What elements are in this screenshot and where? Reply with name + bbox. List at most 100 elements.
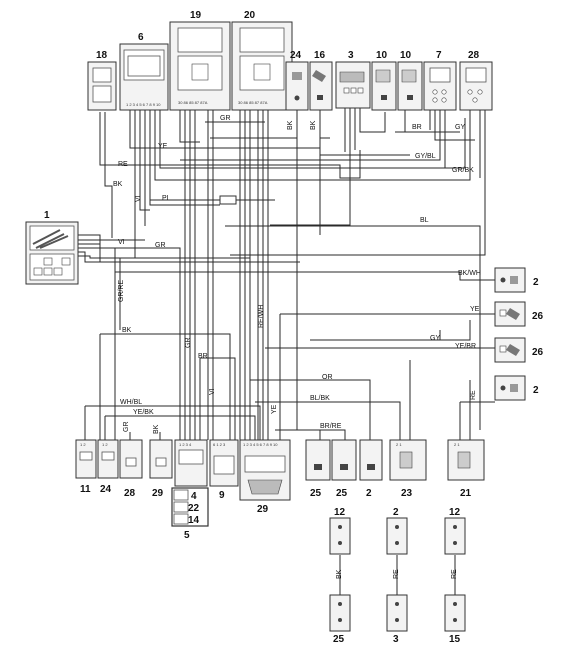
connector-1: 1 [25, 210, 79, 285]
connector-number: 12 [334, 507, 346, 518]
connector-13: 18 [87, 50, 117, 111]
wire-label: GR [220, 115, 231, 122]
wire-label: BK [113, 181, 123, 188]
connector-2-right-top: 2 [494, 267, 539, 293]
wires [78, 108, 495, 595]
connector-number: 26 [532, 311, 544, 322]
connector-22: 1 2 24 [97, 439, 119, 495]
connector-12-a: 12 [329, 507, 351, 555]
wire-label: YE [271, 404, 278, 414]
wire-label: BK [310, 120, 317, 130]
wire-label: BR/RE [320, 423, 342, 430]
svg-text:1 2: 1 2 [80, 442, 86, 447]
connector-10-b: 10 [397, 50, 423, 111]
connector-9: 6 1 2 3 9 [209, 439, 239, 501]
connector-number: 21 [460, 488, 472, 499]
connector-number: 10 [376, 50, 388, 61]
svg-text:30 86 85 87 87A: 30 86 85 87 87A [238, 100, 268, 105]
connector-number: 3 [348, 50, 354, 61]
wire-label: BK [287, 120, 294, 130]
connector-number: 15 [449, 634, 461, 645]
connector-2-lower: 2 [386, 507, 408, 555]
wire-label: OR [322, 374, 333, 381]
connector-28-a: 28 [119, 439, 143, 499]
connector-29: 1 2 3 4 5 6 7 8 9 10 29 [239, 439, 291, 515]
connector-number: 6 [138, 32, 144, 43]
wire-label: PI [162, 195, 169, 202]
wire-label: RE [451, 569, 458, 579]
connector-3: 3 [386, 594, 408, 645]
connector-6: 1 2 3 4 5 6 7 8 9 10 6 [119, 32, 169, 111]
connector-number: 2 [533, 385, 539, 396]
connector-number: 22 [188, 503, 200, 514]
connector-10-a: 10 [371, 50, 397, 111]
connector-number: 5 [184, 530, 190, 541]
wire-label: YE/BK [133, 409, 154, 416]
connector-number: 9 [219, 490, 225, 501]
svg-text:2 1: 2 1 [396, 442, 402, 447]
wire-label: GY [455, 124, 465, 131]
connector-number: 29 [257, 504, 269, 515]
svg-text:2 1: 2 1 [454, 442, 460, 447]
wire-label: BL/BK [310, 395, 330, 402]
connector-number: 7 [436, 50, 442, 61]
connector-number: 28 [124, 488, 136, 499]
connector-7: 3 [335, 50, 371, 109]
connector-number: 18 [96, 50, 108, 61]
wire-label: YE/BR [455, 343, 476, 350]
svg-text:6 1 2 3: 6 1 2 3 [213, 442, 226, 447]
connector-25-a: 25 [305, 439, 331, 499]
wire-label: RE [470, 390, 477, 400]
connector-number: 3 [393, 634, 399, 645]
wire-label: BK [153, 424, 160, 434]
connector-15: 15 [444, 594, 466, 645]
wire-label: BK [122, 327, 132, 334]
svg-text:1 2: 1 2 [102, 442, 108, 447]
connector-8: 7 [423, 50, 457, 111]
svg-text:30 86 85 87 87A: 30 86 85 87 87A [178, 100, 208, 105]
connector-2-bottom: 2 [359, 439, 383, 499]
connector-number: 24 [100, 484, 112, 495]
connector-number: 26 [532, 347, 544, 358]
connector-number: 23 [401, 488, 413, 499]
connector-24-bottom: 25 [329, 594, 351, 645]
connector-number: 19 [190, 10, 202, 21]
connector-number: 2 [393, 507, 399, 518]
connector-number: 2 [533, 277, 539, 288]
wire-label: BK [336, 569, 343, 579]
connector-number: 1 [44, 210, 50, 221]
connector-number: 25 [333, 634, 345, 645]
wire-label: VI [118, 239, 125, 246]
connector-2-right-bottom: 2 [494, 375, 539, 401]
wire-label: RE [118, 161, 128, 168]
connector-26-a: 26 [494, 301, 544, 327]
wire-label: RE/WH [258, 305, 265, 328]
connector-number: 16 [314, 50, 326, 61]
wire-label: GR/RE [118, 280, 125, 303]
connector-16: 16 [309, 50, 333, 111]
wire-label: BK/WH [458, 270, 481, 277]
connector-26-b: 26 [494, 337, 544, 363]
wire-labels: GR BK BK BR GY YE GY/BL RE GR/BK BK VI P… [68, 115, 481, 579]
wire-label: WH/BL [120, 399, 142, 406]
wire-label: BR [412, 124, 422, 131]
connector-12-b: 12 [444, 507, 466, 555]
connector-11: 1 2 11 [75, 439, 97, 495]
connector-number: 2 [366, 488, 372, 499]
connector-number: 24 [290, 50, 302, 61]
wire-label: YE [158, 143, 168, 150]
connector-28-b: 29 [149, 439, 173, 499]
connector-20: 2 1 21 [447, 439, 485, 499]
connector-number: 10 [400, 50, 412, 61]
connector-5: 1 2 3 4 4 22 14 5 [171, 439, 209, 541]
connector-number: 25 [336, 488, 348, 499]
connector-number: 12 [449, 507, 461, 518]
wire-label: GR/BK [452, 167, 474, 174]
wire-label: GR [155, 242, 166, 249]
wire-label: RE [393, 569, 400, 579]
connector-25-b: 25 [331, 439, 357, 499]
connector-27: 28 [459, 50, 493, 111]
wire-label: GY/BL [415, 153, 436, 160]
connectors: 1 18 1 2 3 4 5 6 7 8 9 10 6 30 86 85 87 … [25, 10, 544, 645]
